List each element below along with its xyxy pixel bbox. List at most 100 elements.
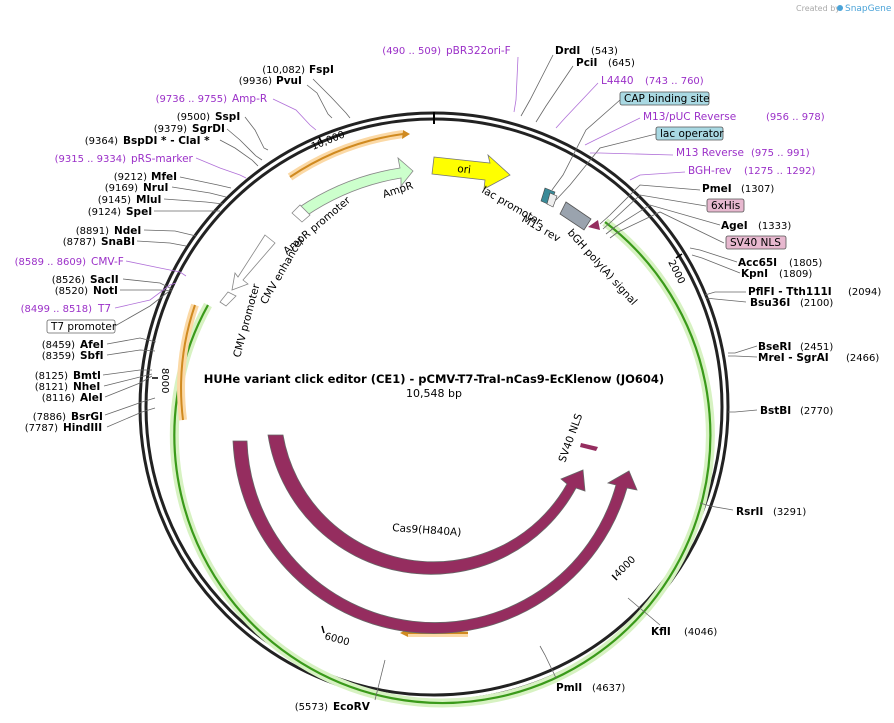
enzyme-nrui[interactable]: NruI — [143, 182, 168, 194]
cmv-enhancer-feature[interactable] — [231, 234, 276, 291]
primer-m13-reverse[interactable]: M13 Reverse — [676, 147, 744, 159]
enzyme-sgrdi-pos: (9379) — [154, 124, 187, 135]
enzyme-pcii[interactable]: PciI — [576, 57, 597, 69]
primer-m13-reverse-pos: (975 .. 991) — [751, 148, 810, 159]
enzyme-snabi[interactable]: SnaBI — [101, 236, 135, 248]
enzyme-kpni-pos: (1809) — [779, 269, 812, 280]
cap-binding-site-box[interactable] — [619, 91, 710, 106]
primer-prs-marker-pos: (9315 .. 9334) — [55, 154, 127, 165]
primer-bgh-rev[interactable]: BGH-rev — [688, 165, 732, 177]
tick-6000 — [321, 625, 325, 634]
bgh-marker — [588, 220, 600, 230]
enzyme-kfli-pos: (4046) — [684, 627, 717, 638]
primer-m13-puc-reverse[interactable]: M13/pUC Reverse — [643, 111, 736, 123]
t7-promoter-box[interactable] — [46, 319, 116, 334]
enzyme-mfei[interactable]: MfeI — [151, 171, 177, 183]
enzyme-nhei[interactable]: NheI — [73, 381, 100, 393]
enzyme-bsu36i[interactable]: Bsu36I — [750, 297, 790, 309]
enzyme-rsrii[interactable]: RsrII — [736, 506, 763, 518]
enzyme-fspi[interactable]: FspI — [309, 64, 334, 76]
sv40-nls-feature[interactable] — [580, 443, 598, 451]
enzyme-noti[interactable]: NotI — [93, 285, 118, 297]
primer-l4440-pos: (743 .. 760) — [645, 76, 704, 87]
enzyme-pmli[interactable]: PmlI — [556, 682, 582, 694]
leader-drdi — [520, 54, 554, 117]
tick-label-4000: 4000 — [612, 554, 638, 580]
lac-operator-box[interactable] — [655, 126, 724, 141]
enzyme-ecorv[interactable]: EcoRV — [333, 701, 371, 713]
enzyme-mfei-pos: (9212) — [114, 172, 147, 183]
enzyme-pmli-pos: (4637) — [592, 683, 625, 694]
enzyme-alei[interactable]: AleI — [80, 392, 103, 404]
leader-m13-puc — [584, 117, 641, 146]
primer-amp-r-pos: (9736 .. 9755) — [156, 94, 228, 105]
enzyme-bstbi[interactable]: BstBI — [760, 405, 791, 417]
enzyme-acc65i[interactable]: Acc65I — [738, 257, 777, 269]
enzyme-pvui[interactable]: PvuI — [276, 75, 302, 87]
sv40-nls-box[interactable] — [725, 235, 787, 250]
primer-prs-marker[interactable]: pRS-marker — [131, 153, 194, 165]
enzyme-kpni[interactable]: KpnI — [741, 268, 768, 280]
cmv-promoter-feature[interactable] — [219, 291, 237, 307]
leader-mrei — [728, 355, 758, 358]
cap-binding-site-label: CAP binding site — [624, 93, 710, 105]
leader-snabi — [136, 240, 187, 247]
tick-label-8000: 8000 — [159, 368, 170, 393]
enzyme-afei-pos: (8459) — [42, 340, 75, 351]
leader-amp-r — [272, 98, 317, 131]
enzyme-sbfi[interactable]: SbfI — [80, 350, 104, 362]
enzyme-sspi[interactable]: SspI — [215, 111, 240, 123]
primer-t7[interactable]: T7 — [97, 303, 111, 315]
snapgene-logo-icon — [837, 5, 843, 11]
enzyme-bseri[interactable]: BseRI — [758, 341, 791, 353]
leader-nrui — [171, 186, 227, 198]
enzyme-bmti[interactable]: BmtI — [73, 370, 101, 382]
6xhis-box[interactable] — [706, 198, 745, 213]
leader-mfei — [179, 176, 232, 189]
leader-noti — [120, 289, 173, 292]
leader-6xhis — [602, 194, 707, 230]
orf-green-arc — [173, 221, 712, 705]
leader-m13-reverse — [590, 152, 674, 156]
enzyme-hindiii[interactable]: HindIII — [63, 422, 102, 434]
enzyme-mrei-sgrai[interactable]: MreI - SgrAI — [758, 352, 829, 364]
bgh-feature[interactable] — [559, 201, 592, 231]
m13-rev-feature[interactable] — [546, 192, 558, 208]
leader-pvui — [306, 84, 333, 119]
ori-feature[interactable] — [431, 153, 511, 190]
enzyme-spei-pos: (9124) — [88, 207, 121, 218]
enzyme-bspdi[interactable]: BspDI * - ClaI * — [123, 135, 210, 147]
leader-ndei — [143, 229, 197, 237]
primer-l4440[interactable]: L4440 — [601, 75, 634, 87]
ampr-promoter-feature[interactable] — [291, 204, 311, 223]
enzyme-agei[interactable]: AgeI — [721, 220, 748, 232]
leader-prs-marker — [195, 157, 247, 179]
leader-bsu36i — [705, 297, 747, 303]
enzyme-pmei[interactable]: PmeI — [702, 183, 732, 195]
leader-pbr322ori-f — [513, 56, 519, 113]
primer-amp-r[interactable]: Amp-R — [232, 93, 267, 105]
enzyme-spei[interactable]: SpeI — [126, 206, 152, 218]
enzyme-drdi[interactable]: DrdI — [555, 45, 580, 57]
enzyme-kfli[interactable]: KflI — [651, 626, 671, 638]
cas9-label: Cas9 — [405, 598, 431, 610]
ori-label: ori — [457, 163, 472, 176]
enzyme-pflfi-tth111i[interactable]: PflFI - Tth111I — [748, 286, 832, 298]
ampr-feature[interactable] — [297, 156, 414, 217]
primer-pbr322ori-f[interactable]: pBR322ori-F — [446, 45, 511, 57]
leader-bspdi — [219, 139, 259, 167]
cas9-h840a-feature[interactable] — [267, 434, 586, 575]
leader-hindiii — [106, 407, 156, 428]
enzyme-afei[interactable]: AfeI — [80, 339, 104, 351]
enzyme-alei-pos: (8116) — [42, 393, 75, 404]
enzyme-bsrgi[interactable]: BsrGI — [71, 411, 103, 423]
leader-mlui — [163, 198, 224, 205]
primer-t7-pos: (8499 .. 8518) — [21, 304, 93, 315]
leader-pmei — [599, 184, 701, 225]
enzyme-ndei[interactable]: NdeI — [114, 225, 141, 237]
enzyme-sacii[interactable]: SacII — [90, 274, 119, 286]
enzyme-mlui[interactable]: MluI — [136, 194, 161, 206]
enzyme-sgrdi[interactable]: SgrDI — [192, 123, 225, 135]
cas9-feature[interactable] — [232, 440, 638, 634]
primer-cmv-f[interactable]: CMV-F — [91, 256, 124, 268]
